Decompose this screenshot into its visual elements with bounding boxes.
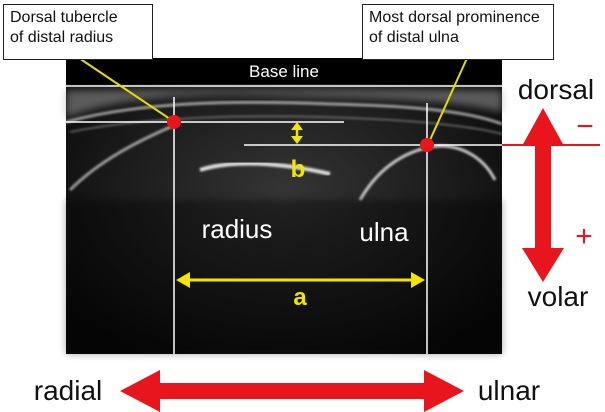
- right-leader-line: [429, 55, 469, 141]
- radius-edge: [68, 123, 176, 192]
- callout-line: of distal radius: [10, 29, 114, 46]
- b-label: b: [291, 156, 306, 183]
- radial-ulnar-arrow: [120, 370, 464, 412]
- ulna-cortex: [358, 144, 497, 201]
- ulna-prominence-marker: [420, 138, 434, 152]
- callout-line: Most dorsal prominence: [369, 9, 540, 26]
- ulnar-label: ulnar: [478, 375, 540, 406]
- ulna-prominence-callout: Most dorsal prominence of distal ulna: [362, 4, 554, 60]
- ultrasound-image: [65, 58, 503, 354]
- dorsal-tubercle-callout: Dorsal tubercle of distal radius: [3, 4, 153, 60]
- fascia-line: [65, 100, 503, 126]
- a-measure-arrow: [176, 272, 425, 288]
- base-line-label: Base line: [249, 62, 319, 81]
- dorsal-volar-arrow: [522, 108, 564, 282]
- plus-sign: +: [575, 220, 593, 253]
- ulna-label: ulna: [359, 217, 409, 247]
- b-measure-arrow: [291, 122, 303, 144]
- volar-label: volar: [528, 281, 589, 312]
- callout-line: Dorsal tubercle: [10, 9, 118, 26]
- left-leader-line: [69, 51, 171, 120]
- radius-cortex: [199, 161, 331, 176]
- dorsal-label: dorsal: [518, 74, 594, 105]
- callout-line: of distal ulna: [369, 29, 459, 46]
- dorsal-tubercle-marker: [167, 115, 181, 129]
- a-label: a: [293, 284, 307, 311]
- radius-label: radius: [202, 214, 273, 244]
- radial-label: radial: [34, 375, 102, 406]
- acoustic-shadow: [66, 200, 502, 354]
- minus-sign: −: [576, 110, 594, 143]
- skin-layer: [66, 90, 502, 118]
- top-band: [66, 58, 502, 84]
